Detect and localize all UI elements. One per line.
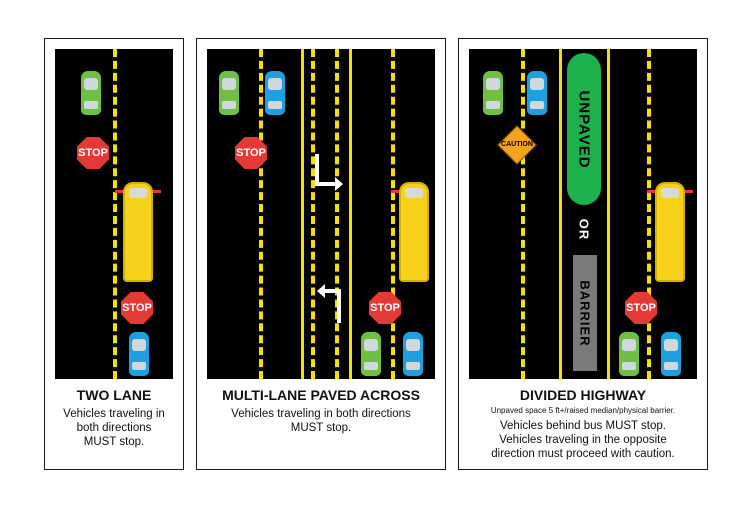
car-green <box>361 332 381 376</box>
panel-desc-line: both directions <box>76 422 152 434</box>
road-divided: UNPAVED OR BARRIER CAUTION STOP <box>469 49 697 379</box>
school-bus <box>115 182 161 282</box>
barrier-median: BARRIER <box>573 255 597 371</box>
road-multi-lane: STOP STOP <box>207 49 435 379</box>
school-bus <box>391 182 429 282</box>
caution-label: CAUTION <box>501 141 533 148</box>
panel-title: MULTI-LANE PAVED ACROSS <box>222 387 420 403</box>
car-blue <box>527 71 547 115</box>
car-green <box>219 71 239 115</box>
car-green <box>483 71 503 115</box>
panel-desc-line: MUST stop. <box>290 422 352 434</box>
panel-desc-line: Vehicles traveling in <box>63 408 165 420</box>
center-line <box>301 49 304 379</box>
panel-two-lane: STOP STOP TWO LANE Vehicles traveling in… <box>44 38 184 470</box>
unpaved-label: UNPAVED <box>575 89 593 169</box>
stop-sign-icon: STOP <box>77 137 109 169</box>
panel-title: DIVIDED HIGHWAY <box>519 387 647 403</box>
unpaved-median: UNPAVED <box>567 53 601 205</box>
lane-divider <box>259 49 263 379</box>
stop-sign-icon: STOP <box>121 292 153 324</box>
lane-divider <box>391 49 395 379</box>
panel-desc-line: Vehicles behind bus MUST stop. <box>500 420 666 432</box>
panel-desc-line: direction must proceed with caution. <box>491 448 675 460</box>
car-green <box>81 71 101 115</box>
center-line <box>559 49 562 379</box>
barrier-label: BARRIER <box>577 279 593 347</box>
center-line <box>349 49 352 379</box>
school-bus <box>647 182 693 282</box>
turn-arrow-icon <box>317 284 341 323</box>
panel-desc-line: Vehicles traveling in both directions <box>231 408 411 420</box>
stop-sign-icon: STOP <box>235 137 267 169</box>
turn-arrow-icon <box>315 154 343 191</box>
lane-divider <box>521 49 525 379</box>
lane-divider <box>335 49 339 379</box>
stop-sign-icon: STOP <box>369 292 401 324</box>
panel-desc-line: Vehicles traveling in the opposite <box>499 434 667 446</box>
or-label-box: OR <box>567 211 601 247</box>
center-line <box>607 49 610 379</box>
car-blue <box>661 332 681 376</box>
car-blue <box>403 332 423 376</box>
road-two-lane: STOP STOP <box>55 49 173 379</box>
car-blue <box>129 332 149 376</box>
lane-divider <box>113 49 117 379</box>
panel-title: TWO LANE <box>76 387 152 403</box>
panel-desc-line: MUST stop. <box>83 436 145 448</box>
lane-divider <box>311 49 315 379</box>
panel-divided-highway: UNPAVED OR BARRIER CAUTION STOP DIVIDED … <box>458 38 708 470</box>
or-label: OR <box>576 218 592 240</box>
lane-divider <box>647 49 651 379</box>
car-blue <box>265 71 285 115</box>
stop-sign-icon: STOP <box>625 292 657 324</box>
car-green <box>619 332 639 376</box>
panel-multi-lane: STOP STOP MULTI-LANE PAVED ACROSS Vehicl… <box>196 38 446 470</box>
panel-subtitle: Unpaved space 5 ft+/raised median/physic… <box>490 406 676 415</box>
